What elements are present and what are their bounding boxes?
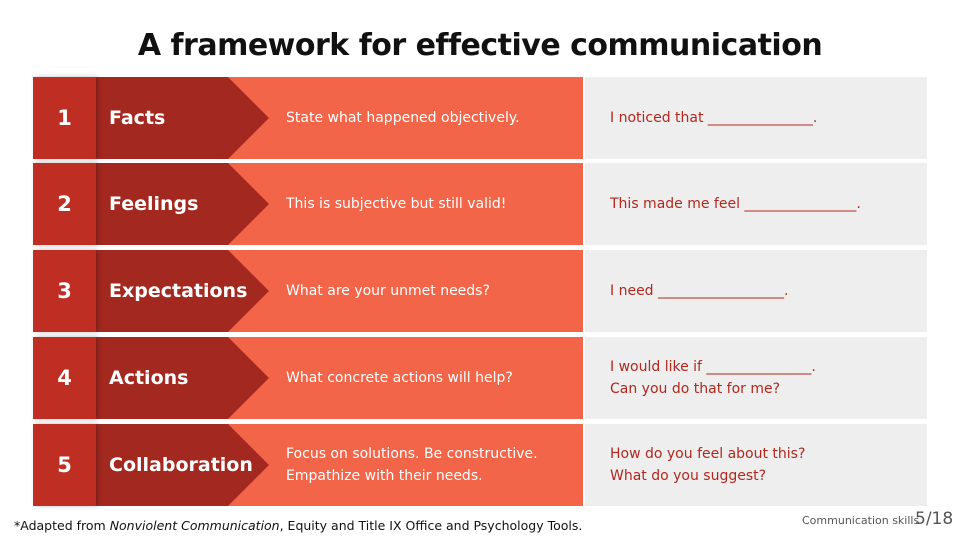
framework-row: 1 Facts State what happened objectively.… <box>33 77 927 159</box>
footnote: *Adapted from Nonviolent Communication, … <box>14 518 582 533</box>
arrow-shape <box>96 337 269 419</box>
step-number: 4 <box>33 337 96 419</box>
step-description: State what happened objectively. <box>286 110 520 126</box>
step-number: 5 <box>33 424 96 506</box>
arrow-shape <box>96 250 269 332</box>
arrow-shape <box>96 163 269 245</box>
arrow-shape <box>96 424 269 506</box>
step-title: Expectations <box>109 280 248 302</box>
sentence-template: How do you feel about this? What do you … <box>585 424 927 506</box>
sentence-template: I would like if _______________. Can you… <box>585 337 927 419</box>
slide-title: A framework for effective communication <box>137 28 823 63</box>
step-description: This is subjective but still valid! <box>286 196 507 212</box>
framework-row: 4 Actions What concrete actions will hel… <box>33 337 927 419</box>
step-number: 2 <box>33 163 96 245</box>
sentence-template: I noticed that _______________. <box>585 77 927 159</box>
sentence-template: I need __________________. <box>585 250 927 332</box>
framework-row: 3 Expectations What are your unmet needs… <box>33 250 927 332</box>
page-number: 5/18 <box>915 509 954 529</box>
step-title: Collaboration <box>109 454 253 476</box>
footnote-prefix: *Adapted from <box>14 518 110 533</box>
framework-row: 2 Feelings This is subjective but still … <box>33 163 927 245</box>
step-number: 1 <box>33 77 96 159</box>
step-title: Actions <box>109 367 189 389</box>
framework-row: 5 Collaboration Focus on solutions. Be c… <box>33 424 927 506</box>
step-description: What concrete actions will help? <box>286 370 513 386</box>
footnote-source: Nonviolent Communication <box>109 518 280 533</box>
step-description: Focus on solutions. Be constructive. Emp… <box>286 446 538 484</box>
course-name: Communication skills <box>802 514 920 527</box>
sentence-template: This made me feel ________________. <box>585 163 927 245</box>
step-description: What are your unmet needs? <box>286 283 490 299</box>
step-number: 3 <box>33 250 96 332</box>
step-title: Facts <box>109 107 166 129</box>
arrow-shape <box>96 77 269 159</box>
step-title: Feelings <box>109 193 199 215</box>
footnote-suffix: , Equity and Title IX Office and Psychol… <box>279 518 583 533</box>
